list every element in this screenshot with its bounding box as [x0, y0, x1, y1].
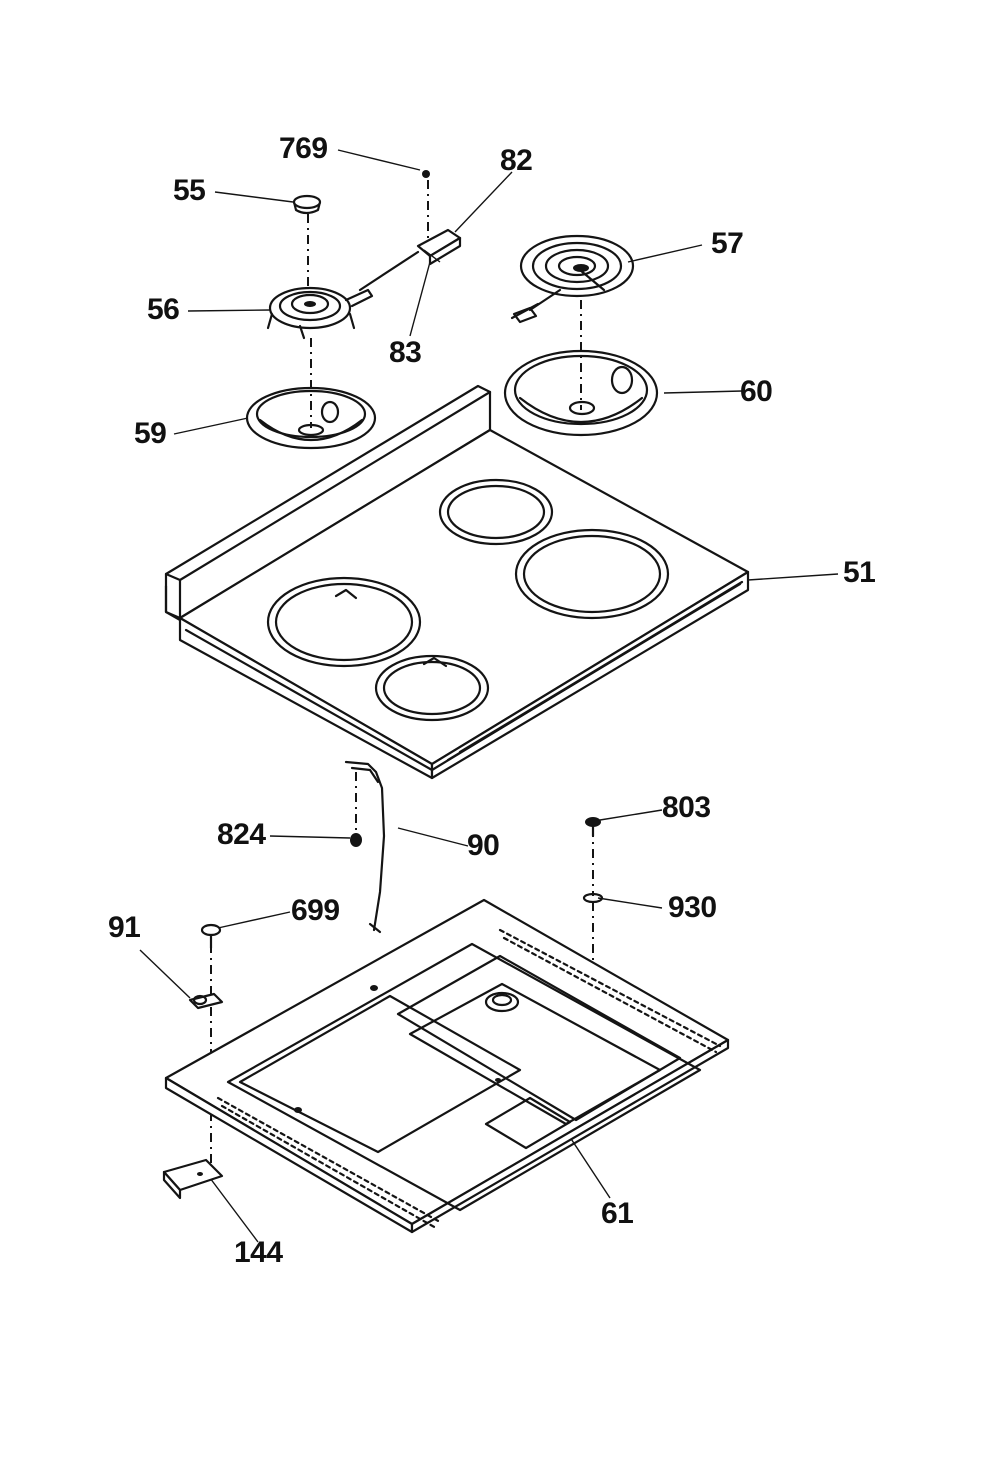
callout-57: 57 — [711, 227, 744, 260]
large-drip-pan-60 — [503, 349, 659, 437]
wire-harness-90 — [344, 760, 386, 934]
screw-769 — [422, 170, 430, 178]
callout-60: 60 — [740, 375, 773, 408]
screw-699 — [200, 923, 222, 950]
bottom-pan-61 — [164, 898, 730, 1234]
callout-699: 699 — [291, 894, 340, 927]
nut-824 — [350, 833, 362, 847]
bracket-144 — [162, 1158, 224, 1200]
callout-824: 824 — [217, 818, 266, 851]
callout-82: 82 — [500, 144, 533, 177]
callout-83: 83 — [389, 336, 422, 369]
callout-930: 930 — [668, 891, 717, 924]
callout-803: 803 — [662, 791, 711, 824]
callout-55: 55 — [173, 174, 206, 207]
callout-90: 90 — [467, 829, 500, 862]
callout-51: 51 — [843, 556, 876, 589]
large-surface-element-57 — [510, 234, 635, 324]
small-surface-element-56 — [266, 286, 374, 340]
callout-61: 61 — [601, 1197, 634, 1230]
washer-930 — [582, 892, 604, 904]
terminal-block-82-83 — [358, 228, 462, 292]
callout-144: 144 — [234, 1236, 283, 1269]
leader-lines — [139, 149, 839, 1243]
clip-91 — [188, 992, 224, 1010]
small-drip-pan-59 — [245, 386, 377, 450]
callout-769: 769 — [279, 132, 328, 165]
screw-803 — [585, 817, 601, 838]
cooktop-main-top-51 — [164, 384, 750, 780]
callout-91: 91 — [108, 911, 141, 944]
knob-cap-55 — [292, 194, 322, 215]
callout-56: 56 — [147, 293, 180, 326]
callout-59: 59 — [134, 417, 167, 450]
